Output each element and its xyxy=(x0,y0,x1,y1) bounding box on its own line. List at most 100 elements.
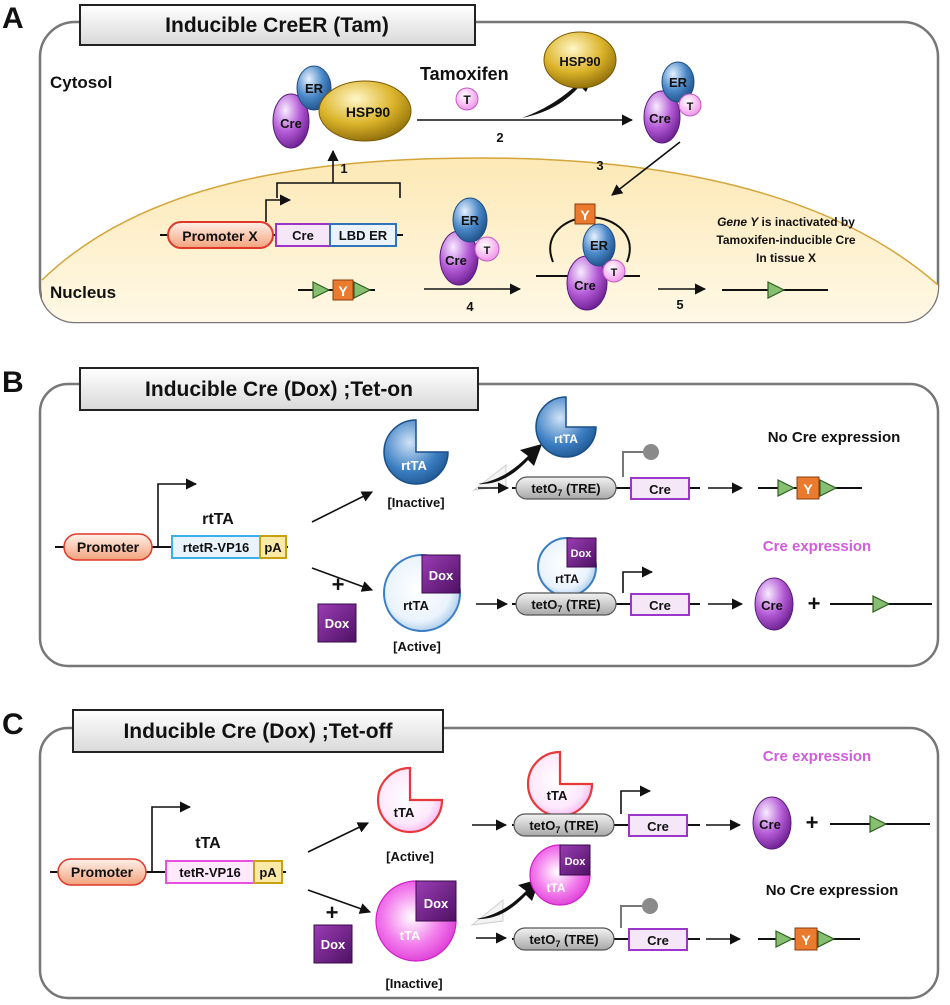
no-cre-expression-label: No Cre expression xyxy=(768,429,901,446)
tamoxifen-t-label: T xyxy=(463,93,471,107)
er-label: ER xyxy=(305,81,324,96)
inactive-label: [Inactive] xyxy=(387,495,444,510)
dox-bound xyxy=(415,880,457,922)
dox-label: Dox xyxy=(321,937,346,952)
tta-gene-label: tTA xyxy=(195,835,221,852)
pa-box xyxy=(253,860,283,884)
bound-tta-label: tTA xyxy=(547,788,568,803)
gene-y-box xyxy=(574,203,596,225)
cre-expression-label: Cre expression xyxy=(763,538,871,555)
pa-label: pA xyxy=(264,540,282,555)
tre-element-top xyxy=(515,476,617,500)
block-symbol xyxy=(642,898,658,914)
result-plus: + xyxy=(808,591,821,616)
floxed-gene-y: Y xyxy=(758,927,860,951)
step-5-label: 5 xyxy=(676,297,683,312)
er-protein xyxy=(582,223,616,267)
transcription-start-arrow xyxy=(157,478,198,547)
rtta-pacman xyxy=(383,419,449,485)
tamoxifen-label: Tamoxifen xyxy=(420,64,509,84)
tre-element-top xyxy=(513,813,615,837)
tre-element-bottom xyxy=(513,927,615,951)
step-1-label: 1 xyxy=(340,161,347,176)
rtetr-vp16-label: rtetR-VP16 xyxy=(183,540,249,555)
gene-y-label: Y xyxy=(801,932,811,948)
t-ligand xyxy=(474,236,500,262)
bound-dox xyxy=(566,537,597,568)
panel-a-letter: A xyxy=(2,2,24,35)
cre-er-t-complex-cytosol: Cre ER T xyxy=(643,61,702,144)
released-tta-label: tTA xyxy=(546,881,565,895)
gene-y-box xyxy=(796,476,820,500)
nucleus-label: Nucleus xyxy=(50,283,116,302)
hsp90-label: HSP90 xyxy=(346,104,391,120)
tta-active: tTA [Active] xyxy=(376,766,444,864)
released-rtta xyxy=(535,396,597,458)
tre-sub: 7 xyxy=(555,939,560,949)
tre-label-top: tetO7 (TRE) xyxy=(531,481,600,498)
recombined-dna xyxy=(722,281,828,299)
tamoxifen-t-icon xyxy=(455,87,479,111)
cre-label: Cre xyxy=(649,111,671,126)
cre-gene-label: Cre xyxy=(292,228,314,243)
t-label: T xyxy=(687,101,694,113)
t-ligand xyxy=(602,259,626,283)
panel-b-title-box xyxy=(79,367,479,411)
released-tta: Dox tTA xyxy=(529,844,591,906)
expressed-cre-label: Cre xyxy=(761,598,783,613)
dox-bound-label: Dox xyxy=(424,896,449,911)
bound-tta xyxy=(526,750,594,818)
cytosol-label: Cytosol xyxy=(50,73,112,92)
promoter-x-label: Promoter X xyxy=(182,228,258,244)
tre-label-top: tetO7 (TRE) xyxy=(529,818,598,835)
bound-rtta-label: rtTA xyxy=(555,572,579,586)
outcome-note-rest: is inactivated by xyxy=(758,215,855,229)
panel-b-title: Inducible Cre (Dox) ;Tet-on xyxy=(145,378,413,401)
er-label: ER xyxy=(461,213,480,228)
promoter-x-element xyxy=(167,221,274,249)
gene-y-label: Y xyxy=(803,481,813,497)
promoter-label: Promoter xyxy=(71,864,134,880)
dox-label: Dox xyxy=(325,616,350,631)
tre-label-bottom: tetO7 (TRE) xyxy=(529,932,598,949)
tetr-vp16-label: tetR-VP16 xyxy=(179,865,240,880)
floxed-gene-y: Y xyxy=(758,476,862,500)
rtta-gene-label: rtTA xyxy=(202,511,234,528)
cre-protein xyxy=(643,90,681,144)
gene-y-box xyxy=(794,927,818,951)
tre-rest: (TRE) xyxy=(560,818,598,833)
outcome-note-gene: Gene Y xyxy=(717,215,759,229)
tre-sub: 7 xyxy=(557,604,562,614)
step-3-label: 3 xyxy=(596,158,603,173)
gene-y-label: Y xyxy=(338,283,348,299)
floxed-gene-y: Y xyxy=(298,279,375,301)
tre-main: tetO xyxy=(529,932,555,947)
promoter-label: Promoter xyxy=(77,539,140,555)
gene-y-label: Y xyxy=(580,207,590,223)
blocked-promoter xyxy=(622,451,644,477)
promoter-element xyxy=(57,858,147,886)
cre-label: Cre xyxy=(280,116,302,131)
tta-pacman xyxy=(376,766,444,834)
er-protein xyxy=(661,61,695,103)
active-label: [Active] xyxy=(386,849,434,864)
released-dox xyxy=(559,844,591,876)
tre-main: tetO xyxy=(531,597,557,612)
active-promoter-arrow xyxy=(620,785,652,814)
transcription-start-arrow xyxy=(265,194,292,222)
released-hsp90-label: HSP90 xyxy=(559,54,600,69)
tre-sub: 7 xyxy=(555,825,560,835)
er-label: ER xyxy=(669,75,688,90)
plus-sign: + xyxy=(326,900,339,925)
blocked-promoter xyxy=(620,905,643,928)
active-path-arrow xyxy=(307,822,370,853)
active-promoter-arrow xyxy=(622,566,654,593)
inactive-path-arrow xyxy=(307,889,372,914)
rtta-inactive: rtTA [Inactive] xyxy=(383,419,449,510)
step-3-arrow xyxy=(611,141,681,196)
er-protein xyxy=(452,197,488,243)
panel-c: C Inducible Cre (Dox) ;Tet-off Promoter … xyxy=(2,708,940,1000)
gene-y-box xyxy=(332,279,354,301)
panel-c-title-box xyxy=(72,709,444,753)
